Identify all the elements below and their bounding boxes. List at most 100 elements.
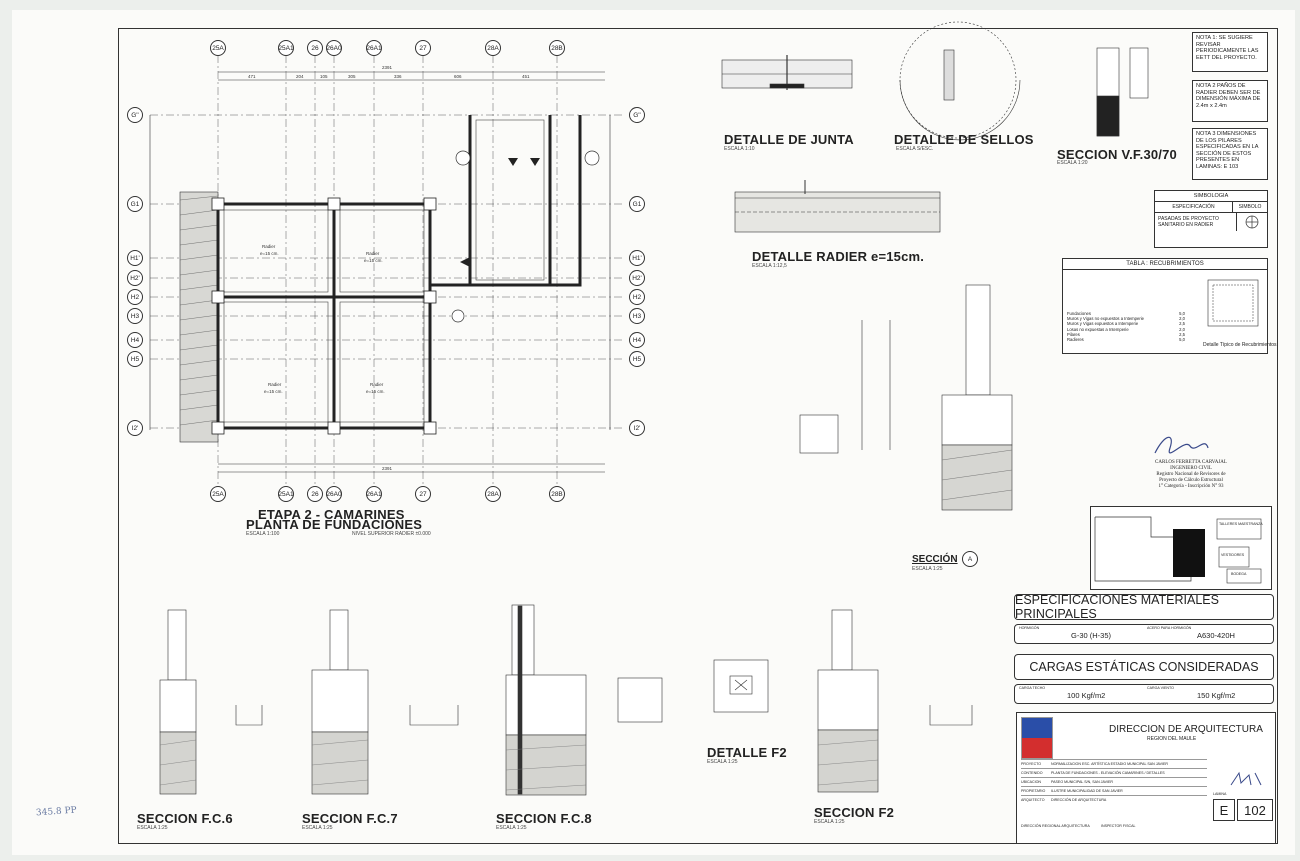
- f2-detail-title: DETALLE F2: [707, 745, 787, 760]
- key-plan-label-1: TALLERES MAESTRANZA: [1219, 522, 1263, 526]
- axis-bubble-left-g1: G1: [127, 196, 143, 212]
- seccion-a-scale: ESCALA 1:25: [912, 566, 943, 572]
- axis-bubble-top-25a1: 25A1: [278, 40, 294, 56]
- axis-bubble-right-i2: I2': [629, 420, 645, 436]
- tb-value: DIRECCIÓN DE ARQUITECTURA: [1051, 798, 1107, 802]
- footer-inspector: INSPECTOR FISCAL: [1101, 824, 1136, 828]
- carga-techo-label: CARGA TECHO: [1019, 686, 1046, 690]
- simbologia-col1: ESPECIFICACIÓN: [1155, 202, 1233, 212]
- engineer-reg3: 1° Categoría - Inscripción N° 93: [1158, 484, 1224, 489]
- carga-techo-value: 100 Kgf/m2: [1067, 691, 1106, 700]
- fc6-title: SECCION F.C.6: [137, 811, 233, 826]
- government-logo: [1021, 717, 1053, 759]
- plan-radier-4-spec: e=15 cm.: [366, 389, 385, 394]
- recubrimiento-detail-drawing: [1207, 279, 1259, 327]
- plan-radier-3-label: Radier: [268, 382, 282, 387]
- f2-detail-scale: ESCALA 1:25: [707, 759, 738, 765]
- sellos-title: DETALLE DE SELLOS: [894, 132, 1034, 147]
- acero-label: ACERO PARA HORMIGÓN: [1147, 626, 1192, 630]
- axis-bubble-left-h4: H4: [127, 332, 143, 348]
- tb-row: ARQUITECTO DIRECCIÓN DE ARQUITECTURA: [1021, 795, 1207, 804]
- tb-value: PLANTA DE FUNDACIONES - ELEVACIÓN CAMARI…: [1051, 771, 1165, 775]
- axis-bubble-left-h3: H3: [127, 308, 143, 324]
- axis-bubble-left-h2: H2: [127, 289, 143, 305]
- note-3: NOTA 3 DIMENSIONES DE LOS PILARES ESPECI…: [1192, 128, 1268, 180]
- tb-key: ARQUITECTO: [1021, 798, 1045, 802]
- fc7-scale: ESCALA 1:25: [302, 825, 333, 831]
- key-plan: TALLERES MAESTRANZA VESTIDORES BODEGA: [1090, 506, 1272, 590]
- axis-bubble-bottom-25a: 25A: [210, 486, 226, 502]
- materials-values-box: HORMIGÓN G-30 (H-35) ACERO PARA HORMIGÓN…: [1014, 624, 1274, 644]
- materials-title: ESPECIFICACIONES MATERIALES PRINCIPALES: [1015, 593, 1219, 621]
- loads-values-box: CARGA TECHO 100 Kgf/m2 CARGA VIENTO 150 …: [1014, 684, 1274, 704]
- junta-title: DETALLE DE JUNTA: [724, 132, 854, 147]
- axis-bubble-top-26a0: 26A0: [326, 40, 342, 56]
- axis-bubble-bottom-26a1: 26A1: [366, 486, 382, 502]
- axis-bubble-right-h2: H2: [629, 289, 645, 305]
- plan-radier-1-label: Radier: [262, 244, 276, 249]
- junta-scale: ESCALA 1:10: [724, 146, 755, 152]
- recub-item: Muros y Vigas expuestos a Intemperie: [1067, 321, 1139, 327]
- recub-item: Muros y Vigas no expuestos a Intemperie: [1067, 316, 1144, 322]
- axis-bubble-bottom-26a0: 26A0: [326, 486, 342, 502]
- axis-bubble-left-h5: H5: [127, 351, 143, 367]
- radier-detail-scale: ESCALA 1:12,5: [752, 263, 787, 269]
- recubrimientos-detail-label: Detalle Típico de Recubrimientos: [1203, 342, 1277, 348]
- engineer-name: CARLOS FERRETTA CARVAJAL: [1155, 460, 1227, 465]
- axis-bubble-top-26: 26: [307, 40, 323, 56]
- plan-radier-1-spec: e=15 cm.: [260, 251, 279, 256]
- sellos-scale: ESCALA S/ESC.: [896, 146, 934, 152]
- dim-total-top: 2391: [382, 65, 393, 70]
- axis-bubble-bottom-26: 26: [307, 486, 323, 502]
- tb-value: ILUSTRE MUNICIPALIDAD DE SAN JAVIER: [1051, 789, 1123, 793]
- axis-bubble-left-g2: G'': [127, 107, 143, 123]
- recub-item: Fundaciones: [1067, 311, 1091, 316]
- axis-bubble-left-h1: H1': [127, 250, 143, 266]
- dim-top-4: 305: [348, 74, 356, 79]
- recub-item: Radieres: [1067, 337, 1084, 343]
- axis-bubble-top-27: 27: [415, 40, 431, 56]
- axis-bubble-right-h5: H5: [629, 351, 645, 367]
- simbologia-row: PASADAS DE PROYECTO SANITARIO EN RADIER: [1155, 213, 1267, 231]
- carga-viento-label: CARGA VIENTO: [1147, 686, 1174, 690]
- axis-bubble-right-h2p: H2': [629, 270, 645, 286]
- dim-top-6: 606: [454, 74, 462, 79]
- radier-detail-title: DETALLE RADIER e=15cm.: [752, 249, 925, 264]
- recub-value: 2,0: [1179, 326, 1185, 332]
- tb-row: PROPIETARIO ILUSTRE MUNICIPALIDAD DE SAN …: [1021, 786, 1207, 795]
- simbologia-title: SIMBOLOGIA: [1155, 191, 1267, 202]
- engineer-signature-block: CARLOS FERRETTA CARVAJAL INGENIERO CIVIL…: [1136, 460, 1246, 490]
- f2-section-title: SECCION F2: [814, 805, 895, 820]
- seccion-a-title: SECCIÓN: [912, 554, 958, 565]
- tb-key: PROPIETARIO: [1021, 789, 1046, 793]
- axis-bubble-right-g1: G1: [629, 196, 645, 212]
- axis-bubble-top-26a1: 26A1: [366, 40, 382, 56]
- seccion-a-marker: A: [962, 551, 978, 567]
- dim-top-7: 451: [522, 74, 530, 79]
- axis-bubble-top-28a: 28A: [485, 40, 501, 56]
- axis-bubble-left-h2p: H2': [127, 270, 143, 286]
- note-2: NOTA 2 PAÑOS DE RADIER DEBEN SER DE DIME…: [1192, 80, 1268, 122]
- plan-radier-2-label: Radier: [366, 251, 380, 256]
- plan-scale: ESCALA 1:100: [246, 531, 280, 537]
- pasada-symbol-icon: [1237, 213, 1267, 231]
- plan-title-line2: PLANTA DE FUNDACIONES: [246, 517, 423, 532]
- footer-direccion: DIRECCIÓN REGIONAL ARQUITECTURA: [1021, 824, 1090, 828]
- engineer-reg1: Registro Nacional de Revisores de: [1156, 472, 1226, 477]
- approval-initials-icon: [1230, 771, 1262, 786]
- axis-bubble-top-25a: 25A: [210, 40, 226, 56]
- simbologia-col2: SIMBOLO: [1238, 204, 1262, 210]
- materials-title-box: ESPECIFICACIONES MATERIALES PRINCIPALES: [1014, 593, 1274, 621]
